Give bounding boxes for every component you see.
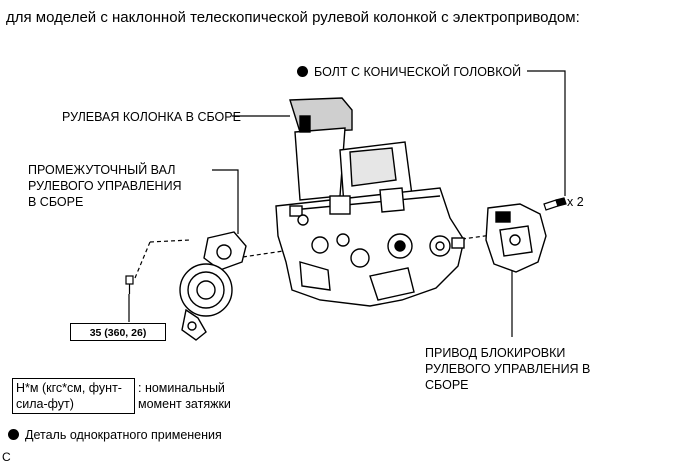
steering-column-assembly <box>275 97 465 307</box>
tapered-bolts <box>543 197 567 211</box>
figure-code: C <box>2 450 11 464</box>
leader-intermediate-shaft <box>212 169 239 234</box>
steering-column-label: РУЛЕВАЯ КОЛОНКА В СБОРЕ <box>62 110 241 124</box>
torque-spec-box: 35 (360, 26) <box>70 323 166 341</box>
tapered-bolt-label: БОЛТ С КОНИЧЕСКОЙ ГОЛОВКОЙ <box>297 64 521 80</box>
non-reusable-dot-icon <box>8 429 19 440</box>
steering-lock-actuator <box>485 203 547 273</box>
torque-unit-box: Н*м (кгс*см, фунт-сила-фут) <box>12 378 135 414</box>
lock-actuator-label: ПРИВОД БЛОКИРОВКИ РУЛЕВОГО УПРАВЛЕНИЯ В … <box>425 346 591 392</box>
quantity-label: x 2 <box>567 195 584 209</box>
bolt-icon <box>125 275 134 294</box>
intermediate-shaft-assembly <box>179 231 247 341</box>
non-reusable-dot-icon <box>297 66 308 77</box>
leader-tapered-bolt <box>527 70 566 196</box>
torque-unit-description: : номинальный момент затяжки <box>138 381 231 411</box>
dashed-line-shaft <box>134 239 291 279</box>
single-use-note: Деталь однократного применения <box>8 427 222 443</box>
page-heading: для моделей с наклонной телескопической … <box>6 9 580 26</box>
intermediate-shaft-label: ПРОМЕЖУТОЧНЫЙ ВАЛ РУЛЕВОГО УПРАВЛЕНИЯ В … <box>28 163 182 209</box>
